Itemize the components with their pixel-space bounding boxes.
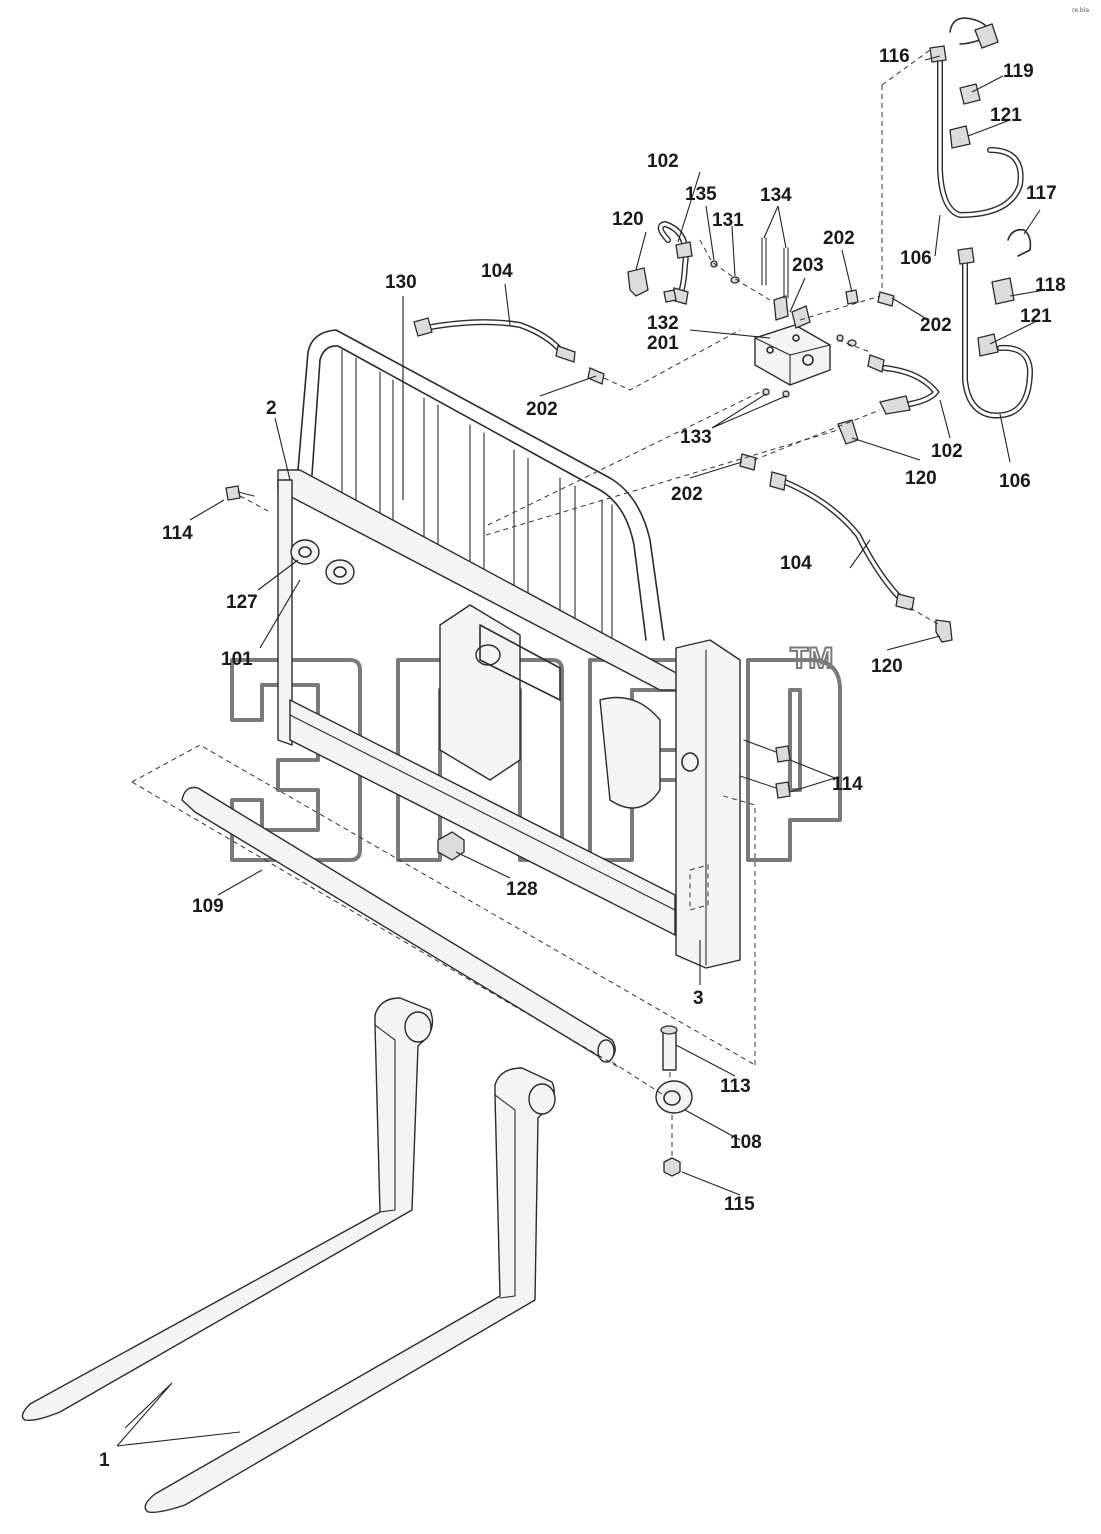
callout-134: 134 — [760, 185, 792, 206]
hose-102-left — [627, 220, 693, 305]
callout-108: 108 — [730, 1132, 762, 1153]
callout-101: 101 — [221, 649, 253, 670]
fork-right — [144, 1067, 556, 1514]
callout-128: 128 — [506, 879, 538, 900]
callout-113: 113 — [720, 1076, 751, 1097]
hose-102-right — [837, 289, 940, 445]
callout-121-lower: 121 — [1020, 306, 1052, 327]
callout-labels: 1 2 3 101 102 102 104 104 106 106 108 10… — [99, 46, 1066, 1471]
callout-133: 133 — [680, 427, 712, 448]
hose-104-upper — [413, 317, 605, 385]
watermark-tm: TM — [790, 642, 833, 675]
callout-118: 118 — [1035, 275, 1066, 296]
hose-106-upper — [929, 17, 1024, 219]
fork-left — [21, 997, 434, 1422]
callout-102-lower: 102 — [931, 441, 963, 462]
callout-120-upper: 120 — [612, 209, 644, 230]
valve-block — [710, 237, 857, 398]
callout-120-lower: 120 — [871, 656, 903, 677]
callout-120-middle: 120 — [905, 468, 937, 489]
callout-102-upper: 102 — [647, 151, 679, 172]
fork-shaft — [181, 786, 616, 1063]
callout-119: 119 — [1003, 61, 1034, 82]
hose-106-lower — [957, 228, 1034, 419]
callout-202-c: 202 — [920, 315, 952, 336]
callout-130: 130 — [385, 272, 417, 293]
callout-106-upper: 106 — [900, 248, 932, 269]
callout-202-d: 202 — [671, 484, 703, 505]
callout-114-left: 114 — [162, 523, 193, 544]
assembly-lines — [131, 49, 939, 1095]
callout-3: 3 — [693, 988, 704, 1009]
callout-117: 117 — [1026, 183, 1057, 204]
callout-131: 131 — [712, 210, 744, 231]
callout-106-lower: 106 — [999, 471, 1031, 492]
callout-135: 135 — [685, 184, 717, 205]
callout-132: 132 — [647, 313, 679, 334]
callout-116: 116 — [879, 46, 910, 67]
callout-1: 1 — [99, 1450, 110, 1471]
callout-115: 115 — [724, 1194, 755, 1215]
callout-104-upper: 104 — [481, 261, 513, 282]
bolts-114 — [225, 485, 791, 799]
callout-109: 109 — [192, 896, 224, 917]
corner-code: re.bla — [1072, 7, 1089, 14]
callout-202-b: 202 — [823, 228, 855, 249]
callout-114-right: 114 — [832, 774, 863, 795]
callout-202-a: 202 — [526, 399, 558, 420]
callout-127: 127 — [226, 592, 258, 613]
callout-121-upper: 121 — [990, 105, 1022, 126]
callout-203: 203 — [792, 255, 824, 276]
leader-lines — [116, 55, 1046, 1447]
carriage-frame — [277, 329, 741, 969]
callout-2: 2 — [266, 398, 277, 419]
callout-104-lower: 104 — [780, 553, 812, 574]
shaft-collar-set — [655, 1025, 693, 1177]
callout-201: 201 — [647, 333, 679, 354]
